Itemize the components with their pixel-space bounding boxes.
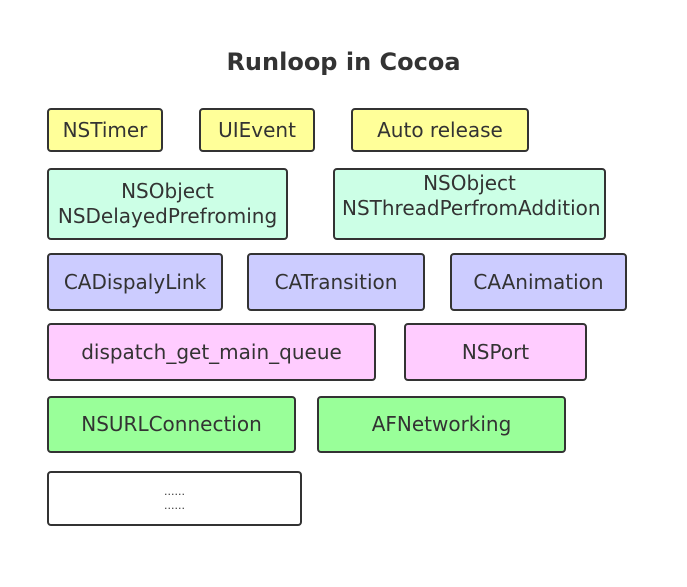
box-label: CATransition [274,269,398,294]
diagram-title: Runloop in Cocoa [226,48,461,76]
box-ellipsis: ...... ...... [47,471,302,526]
box-dispatch-get-main-queue: dispatch_get_main_queue [47,323,376,381]
box-label: UIEvent [218,117,296,142]
box-afnetworking: AFNetworking [317,396,566,453]
box-label-line-1: ...... [164,484,185,498]
box-auto-release: Auto release [351,108,529,152]
box-label: NSPort [461,339,530,364]
box-label-line-1: NSObject [121,179,214,203]
box-nsport: NSPort [404,323,587,381]
box-nsobject-delayed-performing: NSObject NSDelayedPrefroming [47,168,288,240]
box-uievent: UIEvent [199,108,315,152]
box-label: dispatch_get_main_queue [81,339,342,364]
box-nsurlconnection: NSURLConnection [47,396,296,453]
box-caanimation: CAAnimation [450,253,627,311]
box-nsobject-thread-perform-addition: NSObject NSThreadPerfromAddition [333,168,606,240]
box-nstimer: NSTimer [47,108,163,152]
box-label: NSTimer [62,117,148,142]
box-label-line-1: NSObject [423,171,516,195]
box-label-line-2: ...... [164,498,185,512]
box-label: CADispalyLink [63,269,207,294]
box-label: Auto release [377,117,503,142]
box-label: NSURLConnection [81,412,262,436]
box-label-line-2: NSDelayedPrefroming [57,204,278,228]
box-label: CAAnimation [473,269,604,294]
box-cadisplaylink: CADispalyLink [47,253,223,311]
box-catransition: CATransition [247,253,425,311]
box-label-line-2: NSThreadPerfromAddition [342,196,601,220]
box-label: AFNetworking [371,412,512,436]
